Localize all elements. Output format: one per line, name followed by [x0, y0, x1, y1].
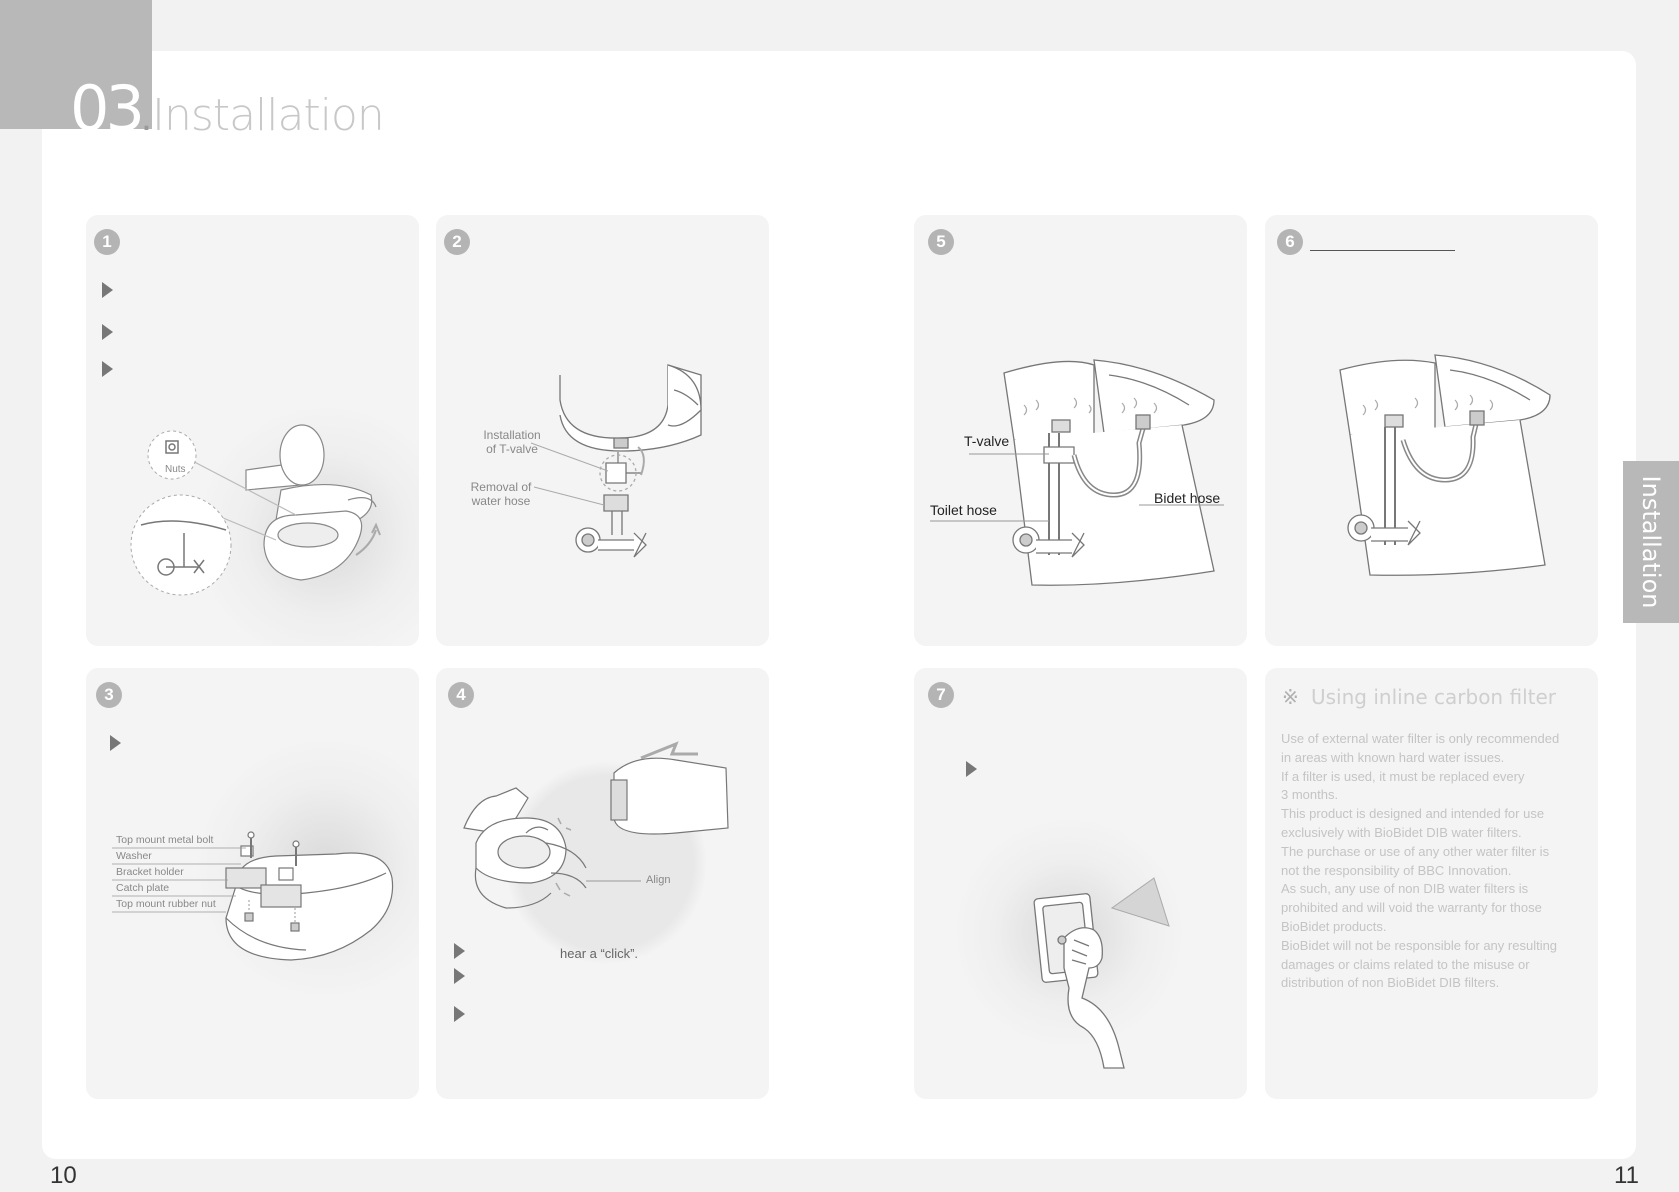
filter-note-line: The purchase or use of any other water f…: [1281, 843, 1550, 859]
metal-bolt-label: Top mount metal bolt: [116, 834, 214, 846]
bullet-arrow-icon: [102, 282, 113, 298]
section-dot: .: [140, 95, 153, 139]
step-1-badge: 1: [94, 229, 120, 255]
filter-note-line: This product is designed and intended fo…: [1281, 806, 1545, 822]
filter-note-line: exclusively with BioBidet DIB water filt…: [1281, 824, 1522, 840]
filter-note-line: If a filter is used, it must be replaced…: [1281, 768, 1525, 784]
catch-plate-label: Catch plate: [116, 882, 170, 894]
step-7-panel: 7: [914, 668, 1247, 1099]
bullet-arrow-icon: [454, 968, 465, 984]
section-title-text: Installation: [152, 90, 385, 141]
filter-note-line: distribution of non BioBidet DIB filters…: [1281, 975, 1500, 991]
water-hose-removal-text: Removal of water hose: [470, 480, 532, 508]
step-4-badge: 4: [448, 682, 474, 708]
filter-note-line: damages or claims related to the misuse …: [1281, 956, 1530, 972]
filter-note-line: As such, any use of non DIB water filter…: [1281, 881, 1529, 897]
filter-note-title: Using inline carbon filter: [1311, 685, 1556, 709]
reference-mark-icon: ※: [1282, 687, 1299, 709]
step-5-panel: 5 T-valve Toilet hose Bidet hose: [914, 215, 1247, 646]
t-valve-installation-illustration: [530, 364, 702, 558]
rubber-nut-label: Top mount rubber nut: [116, 898, 216, 910]
step-2-badge: 2: [444, 229, 470, 255]
align-label: Align: [646, 874, 671, 886]
click-instruction-text: hear a “click”.: [560, 946, 639, 961]
section-title: 03.Installation: [70, 72, 385, 145]
seat-alignment-illustration: [463, 741, 729, 909]
toilet-hose-label: Toilet hose: [930, 502, 997, 518]
installation-side-tab[interactable]: Installation: [1623, 461, 1679, 623]
t-valve-label: T-valve: [964, 433, 1010, 449]
step-4-panel: 4 Align hear a “click”.: [436, 668, 769, 1099]
filter-note-panel: [1265, 668, 1598, 1099]
bullet-arrow-icon: [966, 761, 977, 777]
bullet-arrow-icon: [454, 943, 465, 959]
washer-label: Washer: [116, 850, 152, 862]
step-2-panel: 2 Installation of T-valve Removal of wat…: [436, 215, 769, 646]
filter-note-line: in areas with known hard water issues.: [1281, 749, 1505, 765]
page-number-right: 11: [1614, 1162, 1639, 1189]
section-corner-block: [0, 0, 152, 129]
bullet-arrow-icon: [102, 324, 113, 340]
completed-hookup-illustration: [1339, 354, 1551, 576]
filter-note-line: BioBidet products.: [1281, 918, 1387, 934]
toilet-seat-removal-illustration: [130, 424, 381, 596]
bullet-arrow-icon: [102, 361, 113, 377]
water-hose-removal-label: Removal of water hose: [468, 480, 534, 508]
filter-note-body: Use of external water filter is only rec…: [1281, 730, 1601, 993]
t-valve-install-text: Installation of T-valve: [483, 428, 541, 456]
step-1-panel: 1 Nuts: [86, 215, 419, 646]
t-valve-install-label: Installation of T-valve: [482, 428, 542, 456]
bracket-holder-label: Bracket holder: [116, 866, 184, 878]
step-3-badge: 3: [96, 682, 122, 708]
filter-note-line: BioBidet will not be responsible for any…: [1281, 937, 1558, 953]
bullet-arrow-icon: [110, 735, 121, 751]
filter-note-line: not the responsibility of BBC Innovation…: [1281, 862, 1512, 878]
side-tab-label: Installation: [1637, 475, 1665, 609]
filter-note-line: Use of external water filter is only rec…: [1281, 731, 1560, 746]
bullet-arrow-icon: [454, 1006, 465, 1022]
step-5-badge: 5: [928, 229, 954, 255]
step-3-panel: 3 Top mount metal bolt W: [86, 668, 419, 1099]
section-number: 03: [70, 72, 145, 145]
bracket-mounting-illustration: [112, 831, 394, 961]
step-6-badge: 6: [1277, 229, 1303, 255]
page-number-left: 10: [50, 1162, 77, 1189]
hose-connection-illustration: [930, 359, 1224, 586]
power-plug-illustration: [1033, 877, 1170, 1069]
step-7-badge: 7: [928, 682, 954, 708]
filter-note-line: prohibited and will void the warranty fo…: [1281, 900, 1542, 916]
bidet-hose-label: Bidet hose: [1154, 490, 1221, 506]
nuts-label: Nuts: [165, 464, 186, 475]
step-6-underline: [1310, 250, 1455, 251]
filter-note-line: 3 months.: [1281, 787, 1339, 803]
step-6-panel: 6: [1265, 215, 1598, 646]
